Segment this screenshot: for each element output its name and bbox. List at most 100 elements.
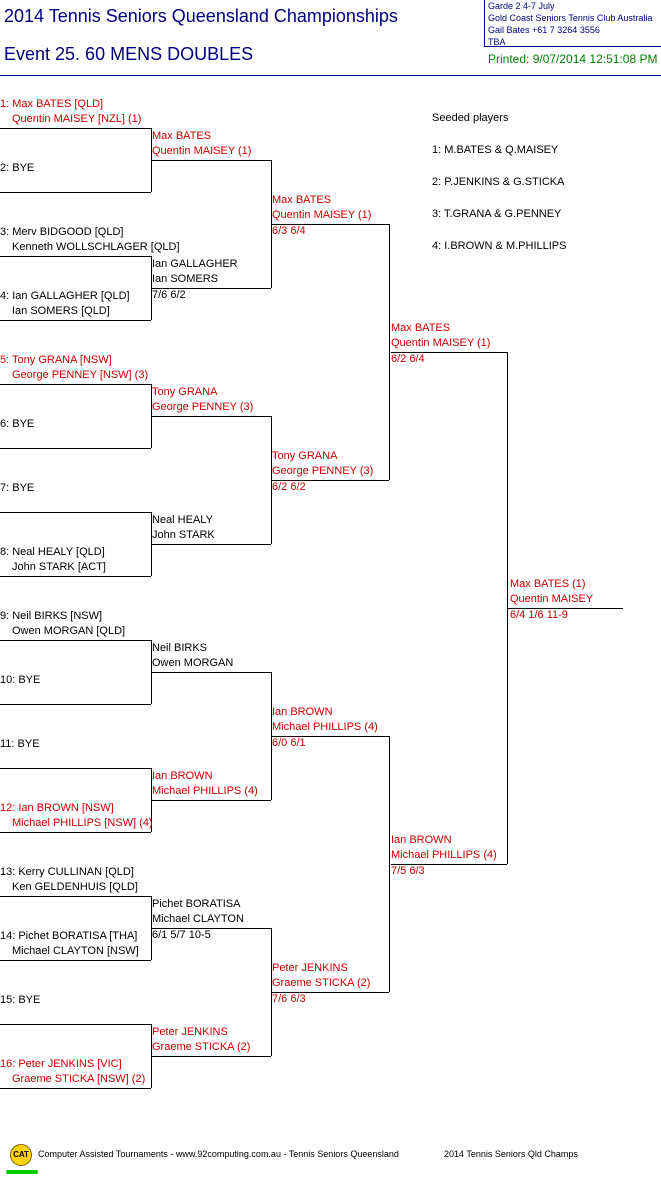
draw-entry-3-line2: Kenneth WOLLSCHLAGER [QLD]	[12, 241, 180, 253]
draw-entry-1-line1: 1: Max BATES [QLD]	[0, 98, 104, 110]
draw-entry-10-line1: 10: BYE	[0, 674, 41, 686]
draw-connector-5	[151, 640, 152, 704]
round2-winner-8-line1: Peter JENKINS	[152, 1026, 228, 1038]
draw-entry-15-line	[0, 1024, 151, 1025]
logo-underline	[6, 1170, 38, 1174]
round2-winner-3-line	[152, 416, 271, 417]
round2-connector-3	[271, 672, 272, 800]
info-box	[484, 0, 661, 47]
round2-winner-2-line	[152, 288, 271, 289]
draw-entry-4-line	[0, 320, 151, 321]
draw-entry-14-line	[0, 960, 151, 961]
draw-entry-13-line2: Ken GELDENHUIS [QLD]	[12, 881, 138, 893]
draw-entry-5-line	[0, 384, 151, 385]
round2-winner-8-line	[152, 1056, 271, 1057]
draw-entry-9-line1: 9: Neil BIRKS [NSW]	[0, 610, 103, 622]
round3-winner-4-line1: Peter JENKINS	[272, 962, 348, 974]
round2-winner-3-line1: Tony GRANA	[152, 386, 218, 398]
seed-2: 2: P.JENKINS & G.STICKA	[432, 176, 565, 188]
round3-winner-3-line2: Michael PHILLIPS (4)	[272, 721, 378, 733]
champion-score: 6/4 1/6 11-9	[510, 609, 568, 621]
round3-winner-4-line2: Graeme STICKA (2)	[272, 977, 371, 989]
draw-entry-7-line1: 7: BYE	[0, 482, 35, 494]
round3-winner-2-line	[272, 480, 389, 481]
round2-winner-2-score: 7/6 6/2	[152, 289, 186, 301]
draw-entry-16-line2: Graeme STICKA [NSW] (2)	[12, 1073, 146, 1085]
round2-winner-7-line1: Pichet BORATISA	[152, 898, 241, 910]
round3-winner-1-line1: Max BATES	[272, 194, 332, 206]
round4-winner-1-score: 6/2 6/4	[391, 353, 425, 365]
printed-timestamp: Printed: 9/07/2014 12:51:08 PM	[488, 52, 658, 66]
draw-entry-1-line2: Quentin MAISEY [NZL] (1)	[12, 113, 142, 125]
round2-connector-1	[271, 160, 272, 288]
round2-winner-7-score: 6/1 5/7 10-5	[152, 929, 211, 941]
seed-3: 3: T.GRANA & G.PENNEY	[432, 208, 562, 220]
draw-entry-2-line	[0, 192, 151, 193]
draw-entry-3-line	[0, 256, 151, 257]
draw-entry-6-line	[0, 448, 151, 449]
round3-winner-3-line	[272, 736, 389, 737]
champion-line2: Quentin MAISEY	[510, 593, 594, 605]
draw-entry-4-line1: 4: Ian GALLAGHER [QLD]	[0, 290, 130, 302]
draw-connector-6	[151, 768, 152, 832]
round4-winner-1-line2: Quentin MAISEY (1)	[391, 337, 491, 349]
round2-winner-7-line	[152, 928, 271, 929]
draw-entry-2-line1: 2: BYE	[0, 162, 35, 174]
champion-line1: Max BATES (1)	[510, 578, 586, 590]
header-divider	[0, 75, 661, 76]
draw-entry-3-line1: 3: Merv BIDGOOD [QLD]	[0, 226, 124, 238]
draw-connector-1	[151, 128, 152, 192]
round4-winner-2-line2: Michael PHILLIPS (4)	[391, 849, 497, 861]
round3-winner-1-line	[272, 224, 389, 225]
draw-entry-12-line1: 12: Ian BROWN [NSW]	[0, 802, 114, 814]
seeds-title: Seeded players	[432, 112, 509, 124]
draw-entry-7-line	[0, 512, 151, 513]
round2-winner-1-line1: Max BATES	[152, 130, 212, 142]
round2-winner-5-line	[152, 672, 271, 673]
round2-winner-4-line1: Neal HEALY	[152, 514, 213, 526]
round2-winner-7-line2: Michael CLAYTON	[152, 913, 244, 925]
round4-winner-1-line	[391, 352, 507, 353]
info-tba: TBA	[488, 37, 506, 47]
draw-entry-10-line	[0, 704, 151, 705]
round2-winner-3-line2: George PENNEY (3)	[152, 401, 254, 413]
round2-winner-5-line1: Neil BIRKS	[152, 642, 208, 654]
footer-credit: Computer Assisted Tournaments - www.92co…	[38, 1149, 399, 1159]
round2-connector-4	[271, 928, 272, 1056]
round2-winner-1-line2: Quentin MAISEY (1)	[152, 145, 252, 157]
draw-connector-8	[151, 1024, 152, 1088]
draw-connector-2	[151, 256, 152, 320]
info-club: Gold Coast Seniors Tennis Club Australia	[488, 13, 653, 23]
round2-winner-6-line2: Michael PHILLIPS (4)	[152, 785, 258, 797]
draw-connector-3	[151, 384, 152, 448]
champion-line	[508, 608, 623, 609]
draw-connector-7	[151, 896, 152, 960]
round2-winner-4-line2: John STARK	[152, 529, 215, 541]
draw-entry-6-line1: 6: BYE	[0, 418, 35, 430]
info-contact: Gail Bates +61 7 3264 3556	[488, 25, 600, 35]
draw-entry-4-line2: Ian SOMERS [QLD]	[12, 305, 110, 317]
round2-winner-4-line	[152, 544, 271, 545]
round2-winner-6-line	[152, 800, 271, 801]
seed-1: 1: M.BATES & Q.MAISEY	[432, 144, 559, 156]
draw-entry-12-line2: Michael PHILLIPS [NSW] (4)	[12, 817, 153, 829]
event-title: Event 25. 60 MENS DOUBLES	[4, 44, 254, 64]
draw-entry-5-line1: 5: Tony GRANA [NSW]	[0, 354, 112, 366]
round3-winner-2-line2: George PENNEY (3)	[272, 465, 374, 477]
round3-connector-1	[389, 224, 390, 480]
round3-winner-4-line	[272, 992, 389, 993]
round4-winner-2-line1: Ian BROWN	[391, 834, 452, 846]
footer-event: 2014 Tennis Seniors Qld Champs	[444, 1149, 578, 1159]
draw-entry-13-line	[0, 896, 151, 897]
round3-winner-4-score: 7/6 6/3	[272, 993, 306, 1005]
round3-winner-2-line1: Tony GRANA	[272, 450, 338, 462]
round2-winner-1-line	[152, 160, 271, 161]
draw-connector-4	[151, 512, 152, 576]
draw-entry-13-line1: 13: Kerry CULLINAN [QLD]	[0, 866, 134, 878]
cat-logo-icon: CAT	[10, 1144, 32, 1166]
round4-winner-2-score: 7/5 6/3	[391, 865, 425, 877]
round2-winner-8-line2: Graeme STICKA (2)	[152, 1041, 251, 1053]
round3-winner-3-score: 6/0 6/1	[272, 737, 306, 749]
draw-entry-14-line2: Michael CLAYTON [NSW]	[12, 945, 139, 957]
round3-connector-2	[389, 736, 390, 992]
